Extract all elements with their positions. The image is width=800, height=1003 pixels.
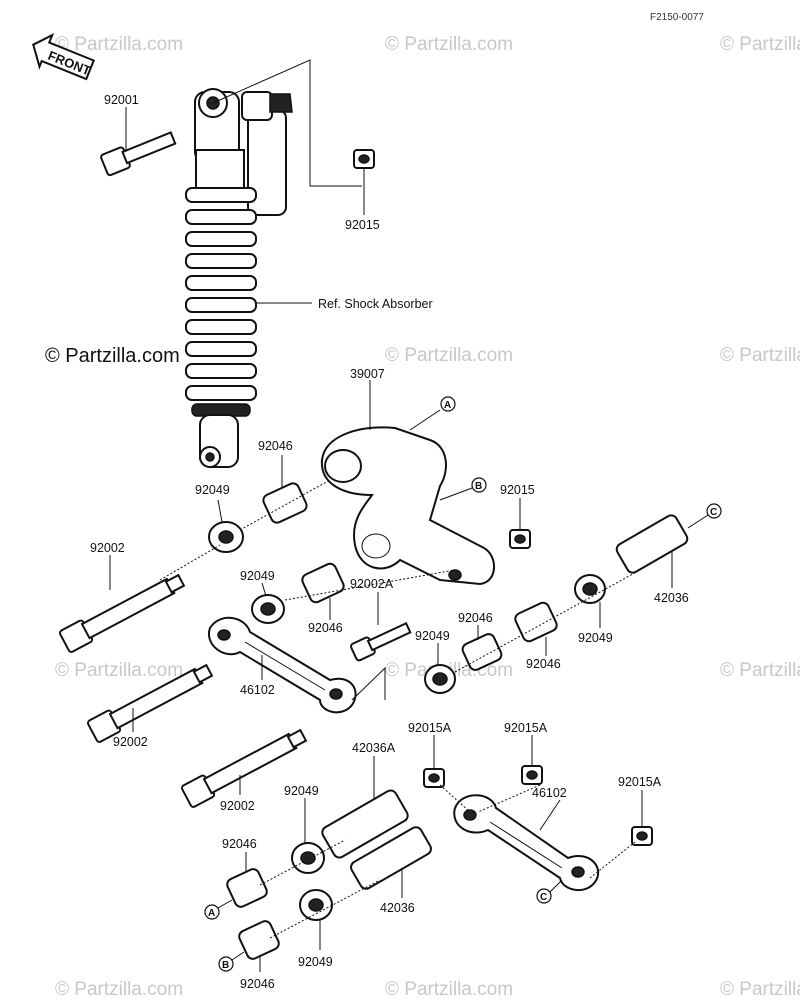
marker-a-top: A — [440, 396, 456, 412]
svg-text:A: A — [208, 908, 215, 919]
diagram-code: F2150-0077 — [650, 12, 704, 23]
part-92002A-label: 92002A — [350, 577, 394, 591]
watermark: © Partzilla.com — [720, 345, 800, 366]
part-46102-a-label: 46102 — [240, 683, 275, 697]
seal-92049-e — [291, 842, 325, 874]
nut-92015A-c — [631, 826, 653, 846]
nut-92015-top — [353, 149, 375, 169]
tie-rod-46102-b — [453, 794, 600, 892]
bolt-92001 — [100, 131, 177, 177]
watermark: © Partzilla.com — [720, 34, 800, 55]
nut-92015A-b — [521, 765, 543, 785]
part-92046-b-label: 92046 — [308, 621, 343, 635]
part-42036A-label: 42036A — [352, 741, 396, 755]
part-92001-label: 92001 — [104, 93, 139, 107]
svg-text:A: A — [444, 400, 451, 411]
seal-92049-c — [574, 574, 606, 604]
part-92046-e-label: 92046 — [222, 837, 257, 851]
part-92015A-a-label: 92015A — [408, 721, 452, 735]
part-92002-c-label: 92002 — [220, 799, 255, 813]
part-92002-b-label: 92002 — [113, 735, 148, 749]
part-92015A-c-label: 92015A — [618, 775, 662, 789]
svg-text:C: C — [540, 892, 547, 903]
bushing-92046-f — [238, 920, 280, 960]
sleeve-42036-a — [615, 514, 689, 574]
part-92015-mid-label: 92015 — [500, 483, 535, 497]
part-39007-label: 39007 — [350, 367, 385, 381]
bushing-92046-d — [461, 633, 503, 671]
partzilla-watermark-dark: © Partzilla.com — [45, 345, 180, 367]
marker-b-mid: B — [471, 477, 487, 493]
part-92049-c-label: 92049 — [578, 631, 613, 645]
marker-c-bottom: C — [536, 888, 552, 904]
bushing-92046-a — [262, 482, 308, 524]
seal-92049-f — [299, 889, 333, 921]
part-92046-f-label: 92046 — [240, 977, 275, 991]
part-92046-d-label: 92046 — [458, 611, 493, 625]
watermark: © Partzilla.com — [55, 34, 183, 55]
ref-shock-absorber-label: Ref. Shock Absorber — [318, 297, 433, 311]
part-92049-f-label: 92049 — [298, 955, 333, 969]
bushing-92046-c — [514, 601, 558, 643]
marker-a-bottom: A — [204, 904, 220, 920]
bolt-92002-c — [180, 728, 308, 808]
svg-text:C: C — [710, 507, 717, 518]
part-92049-a-label: 92049 — [195, 483, 230, 497]
part-92015-top-label: 92015 — [345, 218, 380, 232]
part-42036-b-label: 42036 — [380, 901, 415, 915]
part-92002-a-label: 92002 — [90, 541, 125, 555]
svg-text:B: B — [222, 960, 229, 971]
bolt-92002-a — [58, 573, 186, 653]
watermark: © Partzilla.com — [720, 660, 800, 681]
bushing-92046-b — [301, 562, 345, 604]
seal-92049-a — [208, 521, 244, 553]
part-92046-a-label: 92046 — [258, 439, 293, 453]
part-42036-a-label: 42036 — [654, 591, 689, 605]
seal-92049-d — [424, 664, 456, 694]
spring — [185, 187, 257, 417]
sleeve-42036A — [321, 789, 409, 859]
svg-text:B: B — [475, 481, 482, 492]
part-46102-b-label: 46102 — [532, 786, 567, 800]
part-92015A-b-label: 92015A — [504, 721, 548, 735]
watermark: © Partzilla.com — [55, 660, 183, 681]
tie-rod-46102-a — [207, 617, 357, 714]
watermark: © Partzilla.com — [385, 34, 513, 55]
watermark: © Partzilla.com — [385, 345, 513, 366]
sleeve-42036-b — [350, 826, 432, 890]
bushing-92046-e — [226, 868, 268, 908]
watermark: © Partzilla.com — [385, 979, 513, 1000]
part-92049-b-label: 92049 — [240, 569, 275, 583]
nut-92015-mid — [509, 529, 531, 549]
marker-b-bottom: B — [218, 956, 234, 972]
nut-92015A-a — [423, 768, 445, 788]
seal-92049-b — [251, 594, 285, 624]
watermark: © Partzilla.com — [720, 979, 800, 1000]
rocker-arm-39007 — [320, 426, 495, 586]
watermark: © Partzilla.com — [55, 979, 183, 1000]
shock-absorber — [185, 88, 293, 468]
part-92049-e-label: 92049 — [284, 784, 319, 798]
marker-c-right: C — [706, 503, 722, 519]
part-92046-c-label: 92046 — [526, 657, 561, 671]
part-92049-d-label: 92049 — [415, 629, 450, 643]
bolt-92002A — [349, 621, 412, 662]
